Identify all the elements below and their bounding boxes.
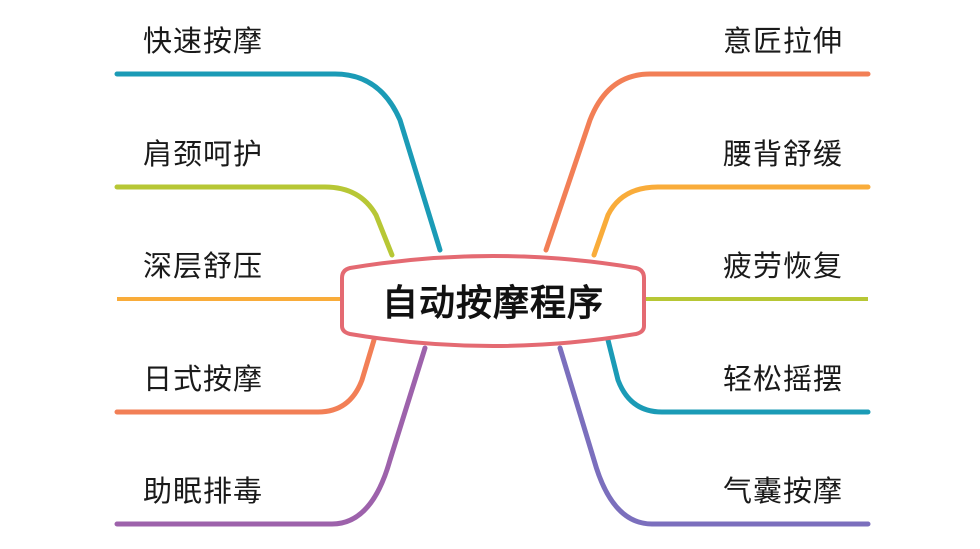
branch-label-right-3[interactable]: 疲劳恢复 (722, 249, 843, 283)
central-topic[interactable]: 自动按摩程序 (340, 250, 646, 350)
branch-line-right-2 (591, 184, 871, 258)
branch-label-right-5[interactable]: 气囊按摩 (722, 474, 843, 508)
branch-line-right-4 (605, 337, 871, 415)
branch-label-left-1[interactable]: 快速按摩 (143, 24, 264, 58)
branch-label-right-4[interactable]: 轻松摇摆 (722, 362, 843, 396)
branch-label-left-2[interactable]: 肩颈呵护 (143, 137, 264, 171)
branch-line-left-5 (114, 345, 428, 527)
branch-label-right-2[interactable]: 腰背舒缓 (722, 137, 843, 171)
branch-label-left-4[interactable]: 日式按摩 (143, 362, 264, 396)
branch-line-right-5 (557, 345, 871, 527)
branch-label-left-5[interactable]: 助眠排毒 (143, 474, 264, 508)
branch-line-right-1 (543, 71, 871, 253)
branch-label-right-1[interactable]: 意匠拉伸 (722, 24, 843, 58)
branch-line-left-4 (114, 337, 377, 415)
branch-label-left-3[interactable]: 深层舒压 (143, 249, 264, 283)
branch-line-left-2 (114, 184, 395, 258)
branch-line-left-1 (114, 71, 443, 253)
central-topic-shape (340, 254, 646, 348)
central-topic-title: 自动按摩程序 (381, 283, 604, 324)
